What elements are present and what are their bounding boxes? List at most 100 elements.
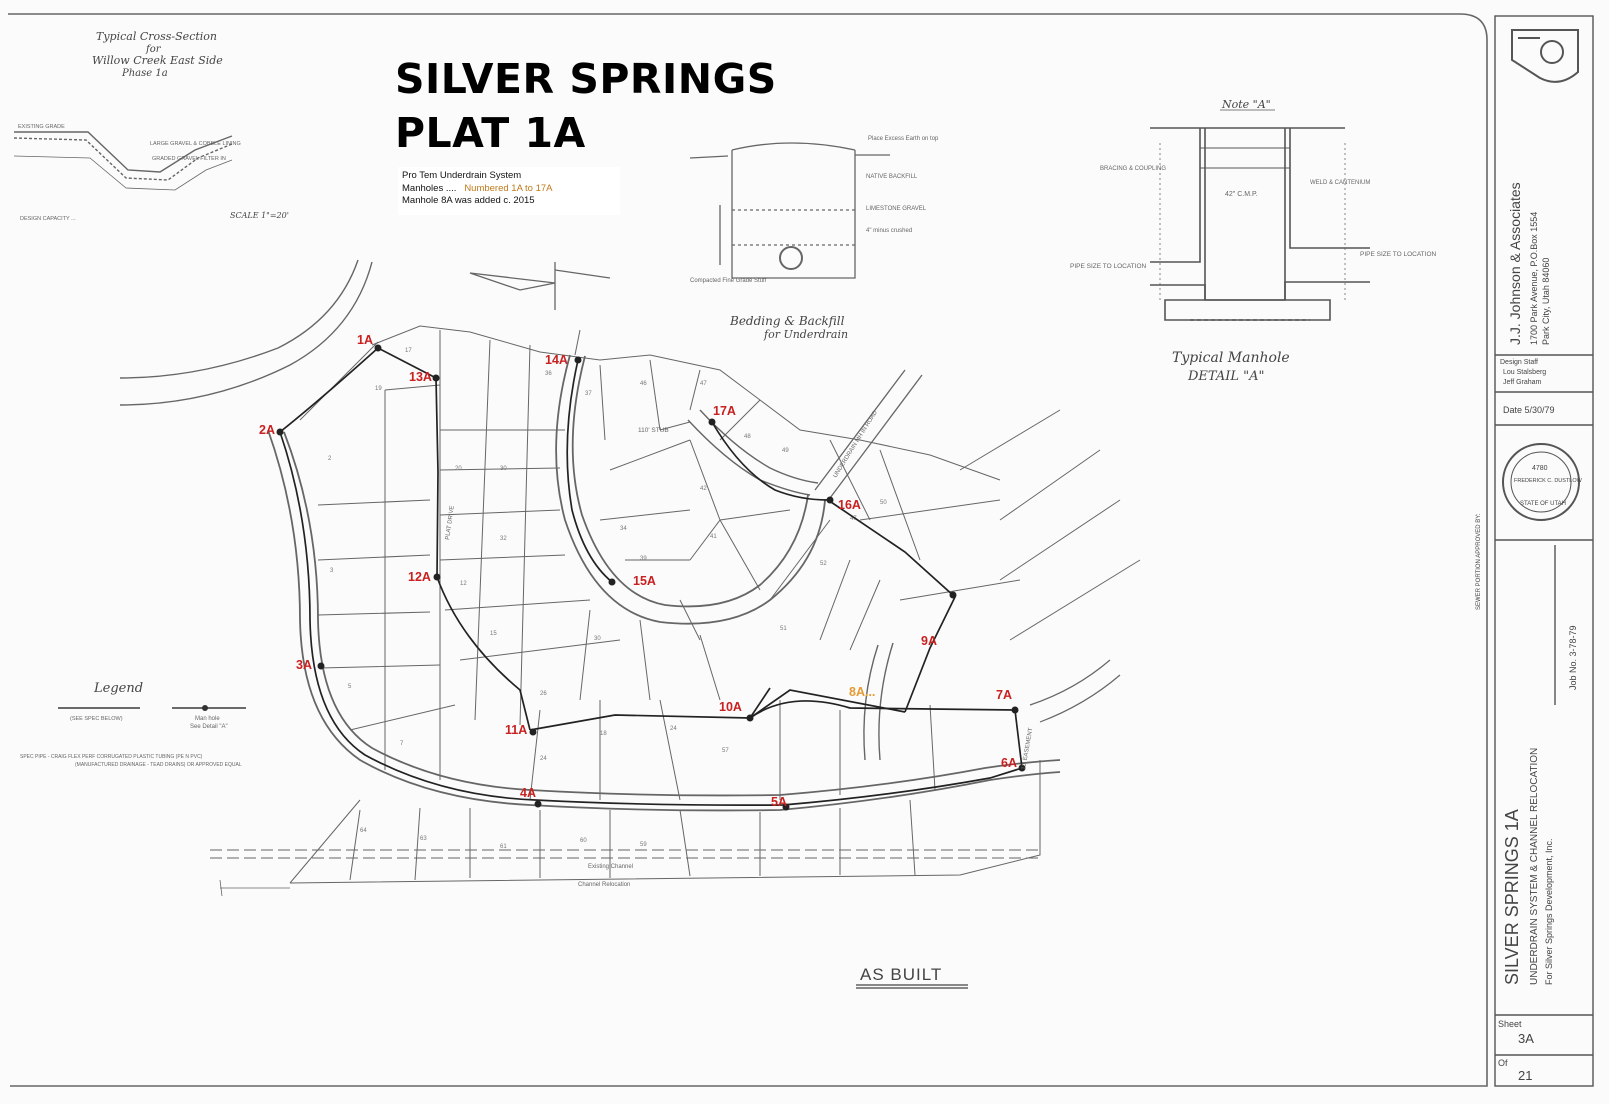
map-title: SILVER SPRINGS PLAT 1A (395, 52, 777, 160)
info-line-2-prefix: Manholes .... (402, 182, 457, 194)
project-for: For Silver Springs Development, Inc. (1544, 838, 1554, 985)
manhole-detail-text: Note "A" 42" C.M.P. PIPE SIZE TO LOCATIO… (1070, 98, 1437, 384)
svg-text:39: 39 (640, 556, 647, 562)
info-line-2-highlight: Numbered 1A to 17A (464, 182, 553, 194)
stamp-name: FREDERICK C. DUSTLOW (1514, 478, 1583, 484)
title-line-2: PLAT 1A (395, 109, 586, 157)
manhole-label-11a: 11A (505, 723, 528, 737)
manhole-detail-subtitle: DETAIL "A" (1187, 369, 1265, 384)
manhole-label-16a: 16A (838, 498, 861, 512)
info-line-1: Pro Tem Underdrain System (402, 170, 522, 181)
svg-text:BRACING & COUPLING: BRACING & COUPLING (1100, 166, 1166, 172)
pipe-size-left: PIPE SIZE TO LOCATION (1070, 263, 1147, 270)
svg-text:51: 51 (780, 626, 787, 632)
firm-name: J.J. Johnson & Associates (1507, 182, 1523, 345)
manhole-label-14a: 14A (545, 353, 568, 367)
stamp-number: 4780 (1532, 465, 1548, 472)
sheet-border (8, 13, 1488, 1087)
title-block (1494, 15, 1594, 1087)
manhole-label-1a: 1A (357, 333, 373, 347)
legend-manhole-symbol (202, 705, 208, 711)
svg-text:Place Excess Earth on top: Place Excess Earth on top (868, 136, 939, 142)
subdivision-plat (119, 259, 1141, 897)
manhole-size: 42" C.M.P. (1225, 191, 1258, 198)
cross-section-title-2: for (145, 44, 162, 55)
svg-text:48: 48 (744, 434, 751, 440)
svg-text:SPEC PIPE - CRAIG FLEX PERF CO: SPEC PIPE - CRAIG FLEX PERF CORRUGATED P… (20, 754, 203, 760)
manhole-detail-title: Typical Manhole (1172, 350, 1290, 366)
svg-text:41: 41 (710, 534, 717, 540)
svg-text:47: 47 (700, 381, 707, 387)
legend-right-item-2: See Detail "A" (190, 724, 228, 730)
manhole-label-15a: 15A (633, 574, 656, 588)
pipe-size-right: PIPE SIZE TO LOCATION (1360, 251, 1437, 258)
drawing-date: Date 5/30/79 (1503, 405, 1555, 415)
svg-text:30: 30 (594, 636, 601, 642)
title-block-text: J.J. Johnson & Associates 1700 Park Aven… (1476, 182, 1583, 1083)
approval-note: SEWER PORTION APPROVED BY: (1476, 513, 1482, 610)
manhole-label-7a: 7A (996, 688, 1012, 702)
svg-text:42: 42 (700, 486, 707, 492)
info-line-2: Manholes .... Numbered 1A to 17A (402, 183, 616, 196)
sheet-label: Sheet (1498, 1019, 1522, 1029)
design-staff-2: Jeff Graham (1503, 379, 1542, 386)
title-line-1: SILVER SPRINGS (395, 55, 777, 103)
svg-text:57: 57 (722, 748, 729, 754)
svg-text:LIMESTONE GRAVEL: LIMESTONE GRAVEL (866, 206, 927, 212)
manhole-label-12a: 12A (408, 570, 431, 584)
info-box: Pro Tem Underdrain System Manholes .... … (398, 167, 620, 215)
as-built-label: AS BUILT (860, 965, 942, 984)
svg-text:NATIVE BACKFILL: NATIVE BACKFILL (866, 174, 918, 180)
svg-text:18: 18 (600, 731, 607, 737)
svg-text:(MANUFACTURED DRAINAGE - TEAD: (MANUFACTURED DRAINAGE - TEAD DRAINS) OR… (75, 762, 242, 768)
svg-text:63: 63 (420, 836, 427, 842)
svg-text:26: 26 (540, 691, 547, 697)
svg-text:2: 2 (328, 456, 332, 462)
cross-section-title-1: Typical Cross-Section (96, 30, 217, 43)
svg-text:Existing Channel: Existing Channel (588, 864, 633, 870)
manhole-label-3a: 3A (296, 658, 312, 672)
of-label: Of (1498, 1058, 1508, 1068)
bedding-detail-text: Bedding & Backfill for Underdrain Place … (690, 136, 939, 341)
sheet-value: 3A (1518, 1031, 1534, 1046)
svg-text:19: 19 (375, 386, 382, 392)
manhole-label-2a: 2A (259, 423, 275, 437)
manhole-markers (276, 344, 1026, 811)
firm-logo (1511, 29, 1579, 83)
svg-text:DESIGN CAPACITY ...: DESIGN CAPACITY ... (20, 216, 76, 222)
design-staff-label: Design Staff (1500, 359, 1538, 366)
legend-title: Legend (93, 681, 143, 696)
svg-text:32: 32 (500, 536, 507, 542)
cross-section-scale: SCALE 1"=20' (230, 211, 289, 220)
manhole-label-9a: 9A (921, 634, 937, 648)
design-staff-1: Lou Stalsberg (1503, 369, 1546, 376)
manhole-label-6a: 6A (1001, 756, 1017, 770)
cross-section-title-3: Willow Creek East Side (92, 54, 223, 67)
bedding-subtitle: for Underdrain (763, 328, 848, 341)
svg-text:52: 52 (820, 561, 827, 567)
cross-section-detail: Typical Cross-Section for Willow Creek E… (13, 30, 289, 222)
svg-text:Channel Relocation: Channel Relocation (578, 882, 630, 888)
svg-text:64: 64 (360, 828, 367, 834)
manhole-label-8a: 8A... (849, 685, 876, 699)
svg-text:12: 12 (460, 581, 467, 587)
svg-text:GRADED GRAVEL FILTER IN: GRADED GRAVEL FILTER IN (152, 156, 226, 162)
svg-text:110' STUB: 110' STUB (638, 427, 669, 434)
svg-text:17: 17 (405, 348, 412, 354)
firm-address-1: 1700 Park Avenue, P.O.Box 1554 (1529, 212, 1539, 345)
project-subtitle: UNDERDRAIN SYSTEM & CHANNEL RELOCATION (1529, 748, 1540, 985)
svg-text:30: 30 (500, 466, 507, 472)
bedding-title: Bedding & Backfill (729, 314, 845, 328)
svg-text:WELD & CANTENIUM: WELD & CANTENIUM (1310, 180, 1370, 186)
svg-text:5: 5 (348, 684, 352, 690)
project-name: SILVER SPRINGS 1A (1502, 809, 1522, 985)
engineer-stamp (1502, 443, 1580, 521)
of-value: 21 (1518, 1068, 1532, 1083)
svg-text:34: 34 (620, 526, 627, 532)
svg-text:37: 37 (585, 391, 592, 397)
cross-section-title-4: Phase 1a (121, 68, 168, 79)
note-a: Note "A" (1221, 98, 1271, 111)
svg-text:EXISTING GRADE: EXISTING GRADE (18, 124, 65, 130)
svg-text:50: 50 (880, 500, 887, 506)
svg-text:20: 20 (455, 466, 462, 472)
